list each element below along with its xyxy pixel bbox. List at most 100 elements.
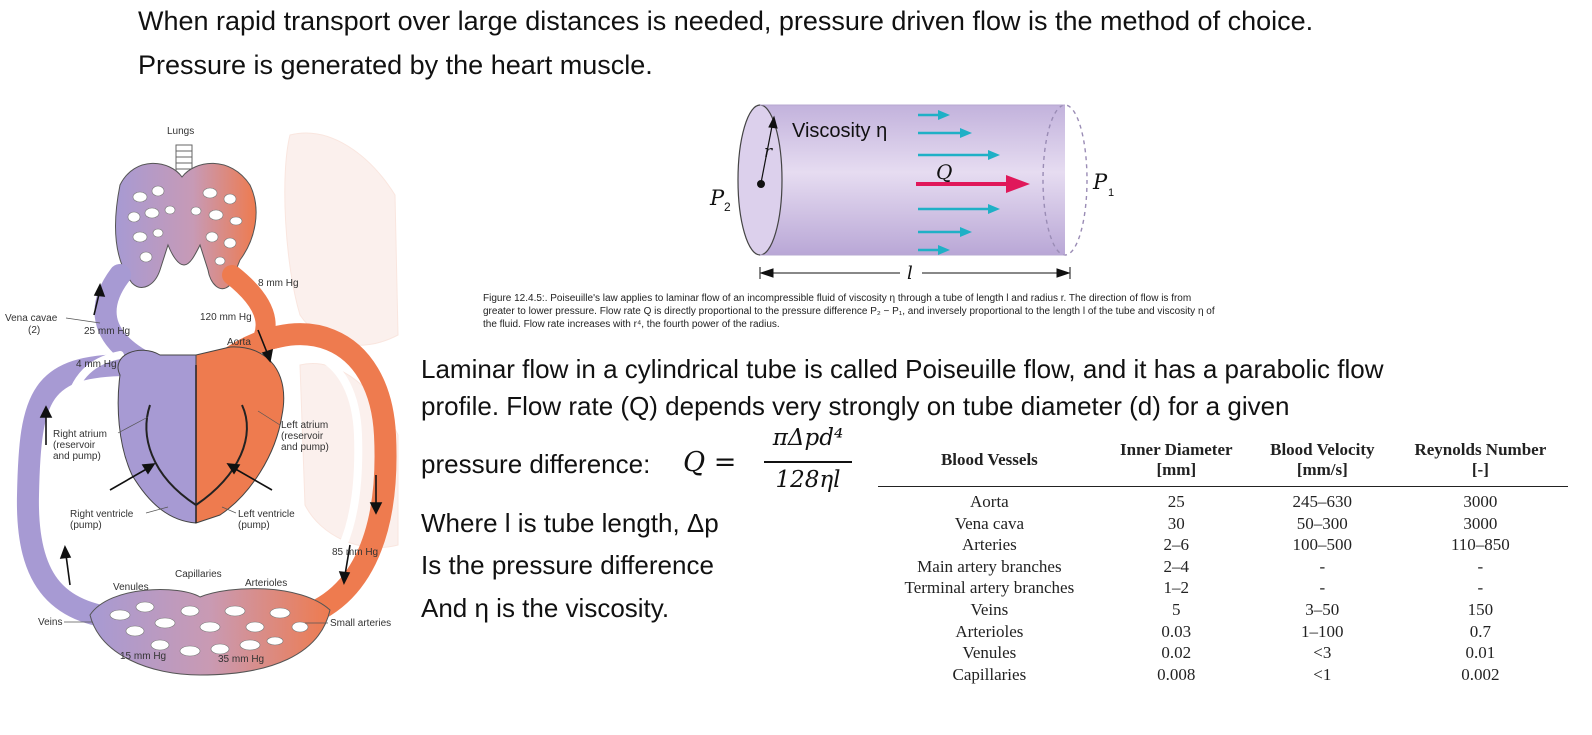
paragraph-line-2: profile. Flow rate (Q) depends very stro… (421, 391, 1290, 421)
table-cell: 2–4 (1163, 556, 1190, 576)
radius-arrow-icon (757, 115, 778, 188)
length-dimension-icon (759, 267, 1071, 279)
header-unit: [mm] (1156, 460, 1197, 479)
heading-line-2: Pressure is generated by the heart muscl… (138, 50, 653, 80)
table-cell: 25 (1167, 492, 1185, 511)
table-cell: 3–50 (1305, 599, 1340, 619)
caption-line-3: the fluid. Flow rate increases with r⁴, … (483, 319, 780, 330)
header-unit: [mm/s] (1296, 460, 1348, 479)
radius-label: r (764, 142, 773, 162)
table-cell: 245–630 (1292, 492, 1353, 511)
trachea-icon (175, 144, 193, 178)
circulation-diagram: Lungs Vena cavae (2) 8 mm Hg 120 mm Hg 2… (5, 126, 399, 676)
paragraph-line-6: And η is the viscosity. (421, 593, 670, 623)
table-cell: Capillaries (952, 664, 1027, 684)
label-aorta: Aorta (227, 337, 251, 348)
table-cell: Arterioles (955, 621, 1024, 641)
table-cell: 1–2 (1163, 578, 1190, 598)
table-cell: 0.01 (1465, 643, 1496, 663)
table-cell: 5 (1172, 599, 1181, 619)
label-venules: Venules (113, 582, 149, 593)
table-cell: 150 (1467, 599, 1494, 619)
header-unit: [-] (1471, 460, 1489, 479)
label-120mmhg: 120 mm Hg (200, 312, 252, 323)
paragraph-line-4: Where l is tube length, Δp (421, 508, 719, 538)
table-cell: Arteries (961, 535, 1017, 555)
label-left-ventricle: Left ventricle (238, 509, 295, 520)
table-cell: 30 (1167, 513, 1185, 533)
label-4mmhg: 4 mm Hg (76, 359, 117, 370)
p1-subscript: 1 (1108, 187, 1114, 199)
table-cell: 3000 (1463, 492, 1498, 511)
flow-arrows (39, 282, 383, 586)
table-cell: 0.002 (1461, 664, 1500, 684)
formula-lhs: Q = (683, 447, 737, 478)
label-right-ventricle: Right ventricle (70, 509, 134, 520)
header-title: Blood Velocity (1270, 440, 1375, 459)
formula-fraction-bar (764, 461, 852, 463)
header-title: Inner Diameter (1120, 440, 1233, 459)
label-right-atrium-sub2: and pump) (53, 451, 101, 462)
label-capillaries: Capillaries (175, 569, 222, 580)
label-left-atrium: Left atrium (281, 420, 328, 431)
table-cell: 110–850 (1450, 535, 1510, 555)
q-arrow-icon (916, 175, 1030, 193)
paragraph-line-1: Laminar flow in a cylindrical tube is ca… (421, 354, 1384, 384)
label-small-arteries: Small arteries (330, 618, 391, 629)
formula-numerator: πΔpd⁴ (772, 425, 844, 451)
table-row: Veins 5 3–50 150 (878, 599, 1568, 621)
label-lungs: Lungs (167, 126, 194, 137)
table-cell: Aorta (970, 492, 1009, 511)
table-header-cell: Reynolds Number[-] (1393, 440, 1568, 487)
table-cell: - (1319, 556, 1326, 576)
p1-label: P (1092, 170, 1108, 194)
viscosity-label: Viscosity η (792, 120, 887, 142)
table-cell: <3 (1313, 643, 1332, 663)
label-left-ventricle-sub: (pump) (238, 520, 270, 531)
table-row: Arteries 2–6 100–500 110–850 (878, 534, 1568, 556)
table-cell: Venules (962, 643, 1017, 663)
label-85mmhg: 85 mm Hg (332, 547, 378, 558)
label-right-ventricle-sub: (pump) (70, 520, 102, 531)
paragraph-line-5: Is the pressure difference (421, 550, 714, 580)
heart-icon (117, 346, 285, 524)
label-left-atrium-sub1: (reservoir (281, 431, 324, 442)
label-arterioles: Arterioles (245, 578, 287, 589)
table-cell: 1–100 (1301, 621, 1344, 641)
tube-cylinder-icon (737, 104, 1088, 256)
header-title: Blood Vessels (940, 450, 1038, 469)
label-left-atrium-sub2: and pump) (281, 442, 329, 453)
table-header-cell: Blood Vessels (878, 440, 1101, 487)
table-cell: - (1319, 578, 1326, 598)
flow-arrow-icons (918, 110, 1000, 255)
table-cell: Terminal artery branches (904, 578, 1075, 598)
table-cell: 3000 (1463, 513, 1498, 533)
label-35mmhg: 35 mm Hg (218, 654, 264, 665)
header-title: Reynolds Number (1414, 440, 1547, 459)
formula-denominator: 128ηl (775, 467, 841, 493)
table-cell: 100–500 (1292, 535, 1353, 555)
capillary-bed-icon (89, 588, 331, 676)
table-cell: 2–6 (1163, 535, 1190, 555)
label-15mmhg: 15 mm Hg (120, 651, 166, 662)
table-header-cell: Inner Diameter[mm] (1101, 440, 1252, 487)
p2-subscript: 2 (724, 200, 731, 214)
table-cell: 0.03 (1161, 621, 1192, 641)
figure-caption: Figure 12.4.5:. Poiseuille's law applies… (483, 292, 1363, 331)
table-cell: Veins (970, 599, 1009, 619)
table-cell: - (1477, 556, 1484, 576)
paragraph-line-3: pressure difference: (421, 449, 651, 479)
table-cell: <1 (1313, 664, 1332, 684)
flow-rate-label: Q (936, 160, 952, 184)
label-veins: Veins (38, 617, 62, 628)
label-right-atrium-sub1: (reservoir (53, 440, 96, 451)
table-cell: 0.008 (1157, 664, 1196, 684)
length-label: l (907, 263, 913, 284)
table-row: Capillaries 0.008 <1 0.002 (878, 664, 1568, 686)
label-8mmhg: 8 mm Hg (258, 278, 299, 289)
table-header-cell: Blood Velocity[mm/s] (1252, 440, 1393, 487)
